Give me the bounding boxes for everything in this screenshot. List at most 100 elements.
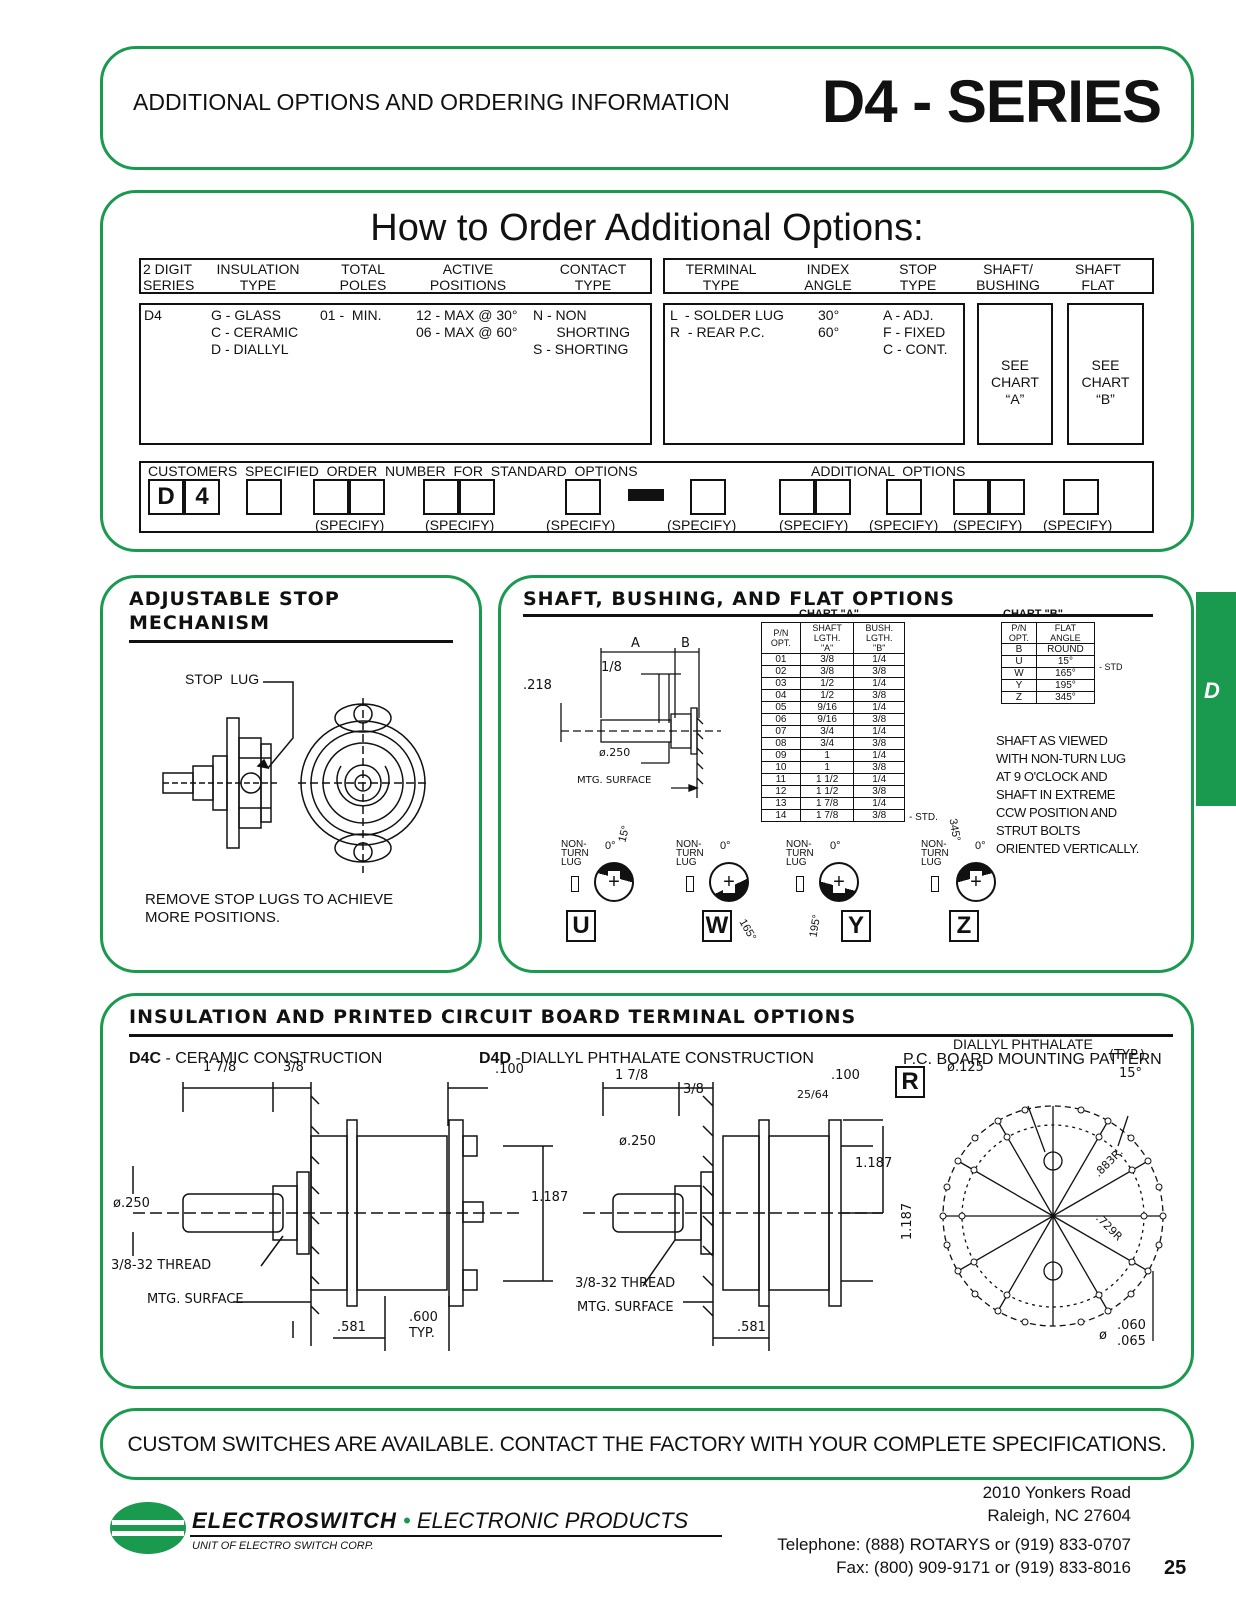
order-cell-4: 4 (184, 479, 220, 515)
pcb-dim-125: ø.125 (947, 1060, 984, 1075)
specify-label: (SPECIFY) (869, 517, 939, 533)
shaft-title: SHAFT, BUSHING, AND FLAT OPTIONS (523, 588, 955, 610)
order-cell-shaft-2[interactable] (989, 479, 1025, 515)
table-cell: 1 1/2 (799, 773, 855, 786)
order-cell-contact[interactable] (565, 479, 601, 515)
order-number-box (139, 461, 1154, 533)
stop-title-1: ADJUSTABLE STOP (129, 588, 340, 610)
flat-y-shaft-icon: + (819, 862, 859, 902)
table-cell: 1 1/2 (799, 785, 855, 798)
order-cell-stop[interactable] (886, 479, 922, 515)
brand-name: ELECTROSWITCH (192, 1508, 397, 1533)
table-cell: 01 (761, 653, 801, 666)
additional-label: ADDITIONAL OPTIONS (811, 463, 966, 479)
table-cell: 3/8 (799, 665, 855, 678)
col-positions-l1: ACTIVE (442, 261, 494, 277)
table-cell: 3/8 (853, 737, 905, 750)
flat-u-shaft-icon: + (594, 862, 634, 902)
custom-text: CUSTOM SWITCHES ARE AVAILABLE. CONTACT T… (127, 1433, 1167, 1456)
flat-angle-label: 165° (736, 917, 759, 943)
col-poles-l2: POLES (339, 277, 387, 293)
col-poles-l1: TOTAL (341, 261, 385, 277)
table-cell: 195° (1035, 679, 1096, 692)
order-cell-insulation[interactable] (246, 479, 282, 515)
flat-w-group: NON- TURN LUG 0° 165° + W (676, 838, 786, 958)
flat-u-letter: U (566, 910, 596, 942)
col-index-l2: ANGLE (804, 277, 852, 293)
table-cell: 1 7/8 (799, 809, 855, 822)
nonturn-label: NON- TURN LUG (786, 839, 814, 868)
d4c-code: D4C (129, 1050, 162, 1067)
d4d-heading: D4D -DIALLYL PHTHALATE CONSTRUCTION (479, 1050, 814, 1068)
footer-address-2: Raleigh, NC 27604 (987, 1506, 1131, 1525)
table-cell: 03 (761, 677, 801, 690)
order-cell-poles-2[interactable] (349, 479, 385, 515)
dim-250-label: ø.250 (599, 746, 631, 759)
order-cell-positions-2[interactable] (459, 479, 495, 515)
col-shaft-bushing-l2: BUSHING (976, 277, 1040, 293)
order-cell-index-1[interactable] (779, 479, 815, 515)
stop-panel: ADJUSTABLE STOP MECHANISM STOP LUG (100, 575, 482, 973)
table-cell: 1/4 (853, 701, 905, 714)
order-cell-shaft-1[interactable] (953, 479, 989, 515)
order-cell-terminal[interactable] (690, 479, 726, 515)
zero-label: 0° (830, 840, 841, 852)
col-shaft-flat-l1: SHAFT (1075, 261, 1121, 277)
d4c-dim-1187: 1.187 (531, 1190, 569, 1205)
stop-values: A - ADJ. F - FIXED C - CONT. (883, 307, 948, 357)
flat-y-group: NON- TURN LUG 0° 195° + Y (786, 838, 896, 958)
pcb-dim-065: .065 (1117, 1334, 1146, 1349)
d4c-drawing (132, 1082, 553, 1351)
table-cell: 3/8 (853, 785, 905, 798)
pcb-title-1: DIALLYL PHTHALATE (953, 1036, 1093, 1052)
col-shaft-flat-l2: FLAT (1081, 277, 1115, 293)
index-values: 30° 60° (818, 307, 840, 340)
stop-mechanism-drawing (162, 681, 428, 873)
nonturn-lug-icon (931, 876, 939, 892)
dim-b-label: B (681, 636, 690, 651)
chart-a-std: - STD. (909, 812, 938, 823)
pcb-pattern-drawing[interactable] (933, 1086, 1173, 1356)
d4c-dim-581: .581 (337, 1320, 366, 1335)
order-cell-d: D (148, 479, 184, 515)
shaft-panel: SHAFT, BUSHING, AND FLAT OPTIONS A (498, 575, 1194, 973)
flat-w-shaft-icon: + (709, 862, 749, 902)
chart-b-std: - STD (1099, 662, 1123, 672)
flat-z-letter: Z (949, 910, 979, 942)
d4c-dim-600: .600 (409, 1310, 438, 1325)
col-stop-l2: TYPE (899, 277, 937, 293)
col-insulation-l1: INSULATION (216, 261, 300, 277)
d4d-dim-1187: 1.187 (855, 1156, 893, 1171)
dim-218-label: .218 (523, 678, 552, 693)
chart-b-head-flat: FLAT ANGLE (1035, 622, 1096, 644)
zero-label: 0° (720, 840, 731, 852)
col-contact-l2: TYPE (574, 277, 612, 293)
table-cell: 06 (761, 713, 801, 726)
order-cell-positions-1[interactable] (423, 479, 459, 515)
table-cell: 3/4 (799, 725, 855, 738)
order-cell-poles-1[interactable] (313, 479, 349, 515)
d4d-dim-250: ø.250 (619, 1134, 656, 1149)
d4c-dim-1-7-8: 1 7/8 (203, 1060, 237, 1075)
order-cell-index-2[interactable] (815, 479, 851, 515)
order-cell-flat[interactable] (1063, 479, 1099, 515)
flat-z-group: NON- TURN LUG 0° 345° + Z (921, 818, 1031, 958)
table-cell: 10 (761, 761, 801, 774)
footer-address-1: 2010 Yonkers Road (982, 1483, 1131, 1502)
specify-label: (SPECIFY) (779, 517, 849, 533)
nonturn-label: NON- TURN LUG (561, 839, 589, 868)
footer-unit: UNIT OF ELECTRO SWITCH CORP. (192, 1540, 374, 1552)
chart-b-head-pn: P/N OPT. (1001, 622, 1037, 644)
table-cell: 3/8 (853, 689, 905, 702)
see-chart-a-box (977, 303, 1053, 445)
d4d-mtg: MTG. SURFACE (577, 1300, 674, 1315)
